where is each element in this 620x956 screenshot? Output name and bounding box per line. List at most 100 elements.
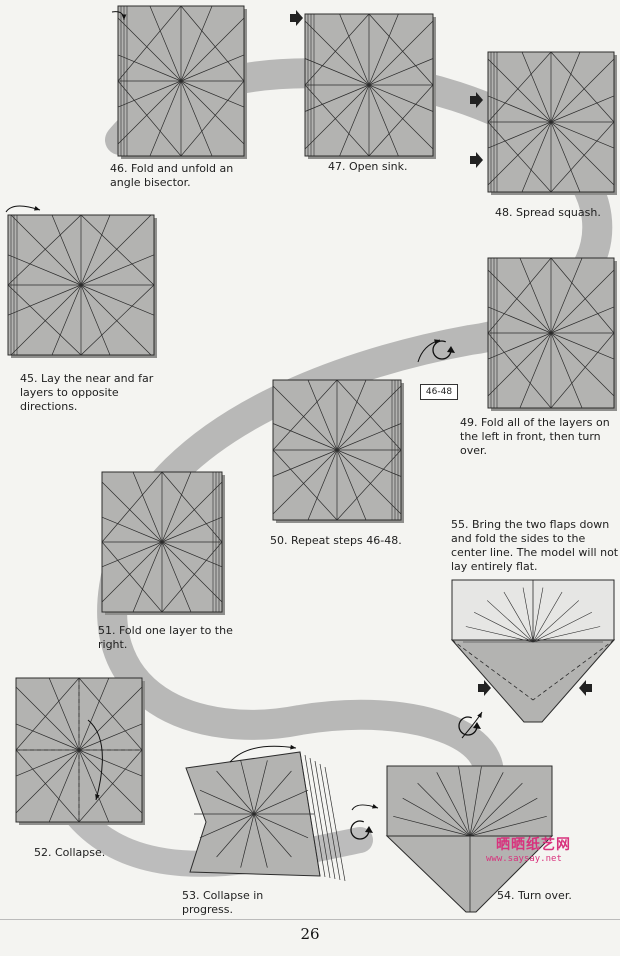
arrow-46-head: [121, 14, 127, 20]
step-53-pleat: [304, 754, 326, 878]
caption-step-50: 50. Repeat steps 46-48.: [270, 534, 402, 547]
caption-step-45: 45. Lay the near and far layers to oppos…: [20, 372, 154, 413]
step-45-crease: [7, 254, 82, 286]
step-54-crease: [469, 766, 482, 837]
caption-step-55: 55. Bring the two flaps down and fold th…: [451, 518, 619, 573]
step-46-crease: [149, 5, 182, 82]
step-50-crease: [336, 423, 402, 451]
step-54-crease: [417, 782, 471, 837]
step-46-crease: [180, 80, 245, 108]
step-55-crease: [532, 626, 601, 643]
step-52-crease: [48, 677, 80, 751]
arrow-53-head: [290, 744, 296, 750]
push-arrow-47: [290, 10, 303, 26]
caption-step-52: 52. Collapse.: [34, 846, 106, 859]
turn-over-head: [365, 826, 373, 833]
push-arrow-55b: [579, 680, 592, 696]
step-55-crease: [486, 600, 534, 643]
arrow-45: [5, 205, 41, 213]
step-53-crease: [253, 813, 292, 858]
step-51-crease: [132, 471, 163, 543]
arrow-49: [417, 339, 441, 363]
step-50-crease: [336, 379, 367, 451]
step-47-diagram: [304, 13, 436, 159]
step-52-crease: [78, 749, 143, 777]
arrow-45-head: [34, 206, 40, 211]
step-51-crease: [101, 516, 163, 543]
step-48-crease: [487, 58, 552, 123]
step-50-crease: [307, 449, 338, 521]
step-45-crease: [10, 284, 82, 356]
turn-over-head: [473, 722, 481, 729]
step-53-crease: [240, 760, 255, 815]
step-50-crease: [336, 449, 402, 515]
step-46-crease: [180, 54, 245, 82]
step-48-crease: [550, 121, 581, 193]
step-48-crease: [487, 95, 552, 123]
step-46-diamond: [117, 5, 245, 157]
push-arrow-55a: [478, 680, 491, 696]
step-53-crease: [253, 813, 268, 868]
step-55-diagram: [450, 579, 616, 723]
step-53-crease: [216, 770, 255, 815]
caption-step-46: 46. Fold and unfold an angle bisector.: [110, 162, 234, 189]
step-50-diamond: [272, 379, 402, 521]
step-48-crease: [550, 51, 581, 123]
push-arrow-48b: [470, 152, 483, 168]
step-51-crease: [161, 541, 223, 568]
step-55-crease: [532, 591, 563, 643]
step-55-lower-point: [450, 639, 616, 723]
step-51-crease: [161, 516, 223, 543]
step-46-crease: [117, 54, 182, 82]
step-51-crease: [132, 541, 163, 613]
step-55-crease: [522, 587, 534, 643]
step-49-crease: [550, 306, 615, 334]
step-53-crease: [253, 760, 268, 815]
step-52-crease: [15, 749, 80, 777]
step-53-pleat: [309, 757, 331, 879]
step-54-crease: [469, 772, 504, 837]
step-53-pleat: [324, 766, 346, 882]
step-54-crease: [469, 782, 523, 837]
step-47-crease: [304, 84, 370, 112]
page-number: 26: [300, 925, 320, 943]
step-55-valley-fold: [451, 639, 534, 701]
step-49-diamond: [487, 257, 615, 409]
step-52-crease: [78, 723, 143, 751]
step-47-crease: [368, 13, 399, 86]
step-51-crease: [161, 541, 192, 613]
arrow-52-shaft: [87, 719, 103, 801]
step-55-crease: [473, 611, 534, 643]
step-55-valley-fold: [532, 639, 615, 701]
step-47-diamond: [304, 13, 434, 157]
step-45-diagram: [7, 214, 157, 358]
caption-step-49: 49. Fold all of the layers on the left i…: [460, 416, 610, 457]
arrow-to-54-head: [372, 804, 378, 809]
step-51-diagram: [101, 471, 225, 615]
step-51-crease: [101, 541, 163, 568]
step-52-crease: [78, 749, 143, 814]
step-45-crease: [80, 214, 111, 286]
caption-step-54: 54. Turn over.: [497, 889, 572, 902]
step-54-diagram: [385, 765, 554, 913]
step-52-crease: [78, 749, 110, 823]
step-45-crease: [51, 284, 82, 356]
step-49-crease: [550, 332, 615, 397]
step-53-crease: [216, 813, 255, 858]
step-55-crease: [465, 626, 534, 643]
step-51-crease: [161, 471, 192, 543]
watermark-title: 晒晒纸艺网: [496, 837, 571, 853]
step-53-crease: [199, 813, 255, 839]
step-54-crease: [393, 815, 471, 837]
step-52-diagram: [15, 677, 145, 825]
step-54-crease: [469, 797, 538, 837]
step-52-crease: [15, 749, 80, 814]
step-46-crease: [149, 80, 182, 157]
step-47-crease: [304, 20, 370, 86]
step-45-crease: [51, 214, 82, 286]
step-49-crease: [487, 332, 552, 360]
step-50-crease: [336, 449, 402, 477]
step-47-crease: [368, 84, 399, 157]
step-46-crease: [117, 17, 182, 82]
